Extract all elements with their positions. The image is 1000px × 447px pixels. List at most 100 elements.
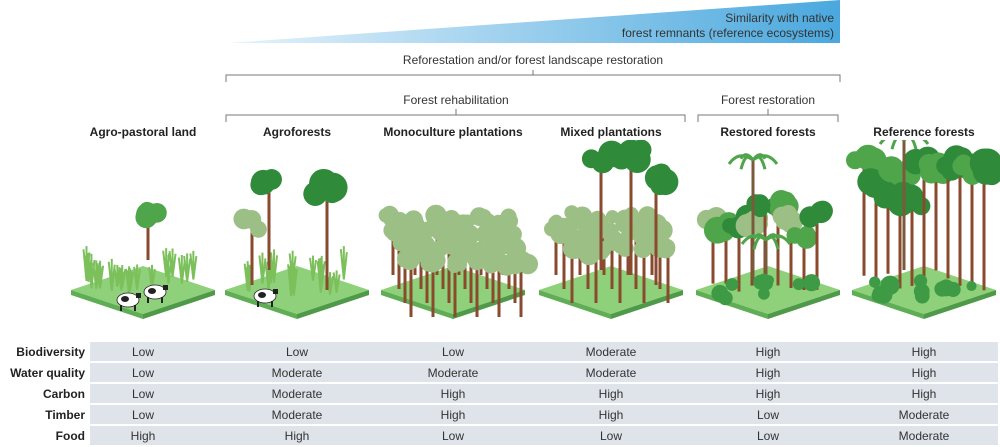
undergrowth — [880, 275, 900, 295]
palm-frond — [751, 153, 767, 161]
tree-canopy — [616, 234, 632, 249]
tree-canopy — [855, 144, 881, 171]
crop-plant — [183, 253, 192, 283]
tree-trunk — [403, 248, 407, 303]
cow-leg — [257, 301, 259, 307]
ground-edge — [143, 290, 215, 319]
tree-trunk — [325, 190, 329, 290]
row-label-water-quality: Water quality — [10, 366, 85, 380]
tree-trunk — [970, 168, 974, 291]
tree-canopy — [309, 168, 339, 199]
tree-trunk — [802, 234, 806, 291]
palm-frond — [752, 233, 768, 241]
cow-leg — [147, 297, 149, 303]
table-cell: Low — [756, 408, 780, 422]
tree-trunk — [711, 221, 715, 284]
tree-canopy — [136, 202, 160, 227]
tree-canopy — [414, 236, 433, 255]
table-cell: High — [911, 387, 937, 401]
table-cell: High — [440, 387, 466, 401]
palm-frond — [878, 140, 904, 145]
cow-head — [163, 285, 168, 290]
undergrowth — [966, 281, 977, 292]
tree-trunk — [562, 229, 566, 289]
crop-plant — [117, 267, 126, 291]
brackets — [225, 70, 841, 122]
tree-trunk — [554, 224, 558, 275]
gradient-label-line1: Similarity with native — [725, 11, 834, 25]
table-cell: Moderate — [271, 408, 323, 422]
table-cell: High — [755, 366, 781, 380]
cow-leg — [134, 305, 136, 311]
tree-canopy — [722, 217, 738, 234]
table-cell: Moderate — [427, 366, 479, 380]
cow-head — [136, 293, 141, 298]
table-band — [90, 342, 998, 361]
tree-canopy — [786, 227, 804, 244]
bracket-label-reforestation: Reforestation and/or forest landscape re… — [402, 53, 664, 67]
ground-edge — [297, 290, 369, 319]
undergrowth — [869, 276, 881, 288]
tree-trunk — [874, 180, 878, 294]
tree-trunk — [629, 155, 633, 275]
table-band — [90, 384, 998, 403]
column-title-agroforests: Agroforests — [262, 125, 332, 139]
palm-frond — [764, 233, 780, 241]
tree-trunk — [618, 245, 622, 303]
tree-canopy — [513, 251, 532, 270]
column-title-monoculture: Monoculture plantations — [383, 125, 523, 139]
table-cell: Low — [599, 429, 623, 443]
crop-plant — [92, 260, 101, 289]
table-cell: High — [911, 345, 937, 359]
tree-trunk — [391, 220, 395, 275]
table-cell: High — [911, 366, 937, 380]
tree-canopy — [399, 249, 420, 271]
tree-canopy — [746, 194, 765, 213]
cow-spot — [258, 292, 266, 298]
tree-canopy — [812, 200, 833, 222]
tree-trunk — [594, 252, 598, 303]
table-band — [90, 405, 998, 424]
row-label-biodiversity: Biodiversity — [16, 345, 85, 359]
crop-plant — [258, 252, 267, 284]
crop-plant — [189, 250, 198, 280]
tree-trunk — [934, 167, 938, 271]
scene-agroforest — [225, 168, 369, 319]
table-band — [90, 426, 998, 445]
table-cell: Moderate — [898, 408, 950, 422]
cow-spot — [121, 296, 129, 302]
tree-trunk — [789, 217, 793, 289]
tree-canopy — [450, 249, 468, 267]
tree-trunk — [958, 164, 962, 286]
tree-canopy — [636, 239, 653, 256]
tree-trunk — [599, 160, 603, 270]
ground-edge — [611, 290, 683, 319]
row-label-timber: Timber — [45, 408, 85, 422]
crop-plant — [133, 264, 142, 290]
crop-plant — [243, 261, 252, 291]
tree-trunk — [610, 234, 614, 289]
tree-trunk — [409, 262, 413, 317]
undergrowth — [718, 290, 733, 306]
scene-monoculture — [378, 204, 539, 319]
table-cell: High — [598, 387, 624, 401]
tree-canopy — [250, 174, 272, 196]
scene-restored — [696, 153, 840, 319]
table-cell: Low — [756, 429, 780, 443]
cow-leg — [120, 305, 122, 311]
scene-reference — [846, 140, 1000, 319]
table-cell: High — [440, 408, 466, 422]
tree-trunk — [910, 201, 914, 286]
tree-canopy — [972, 148, 1000, 179]
undergrowth — [725, 278, 739, 291]
cow-spot — [148, 288, 156, 294]
palm-frond — [739, 153, 755, 161]
gradient-label-line2: forest remnants (reference ecosystems) — [621, 26, 834, 40]
scene-agro-pastoral — [71, 201, 215, 319]
tree-canopy — [242, 210, 262, 229]
tree-trunk — [658, 233, 662, 289]
tree-trunk — [886, 192, 890, 274]
palm-trunk — [902, 140, 906, 270]
table-cell: Low — [131, 387, 155, 401]
similarity-gradient — [228, 0, 840, 43]
